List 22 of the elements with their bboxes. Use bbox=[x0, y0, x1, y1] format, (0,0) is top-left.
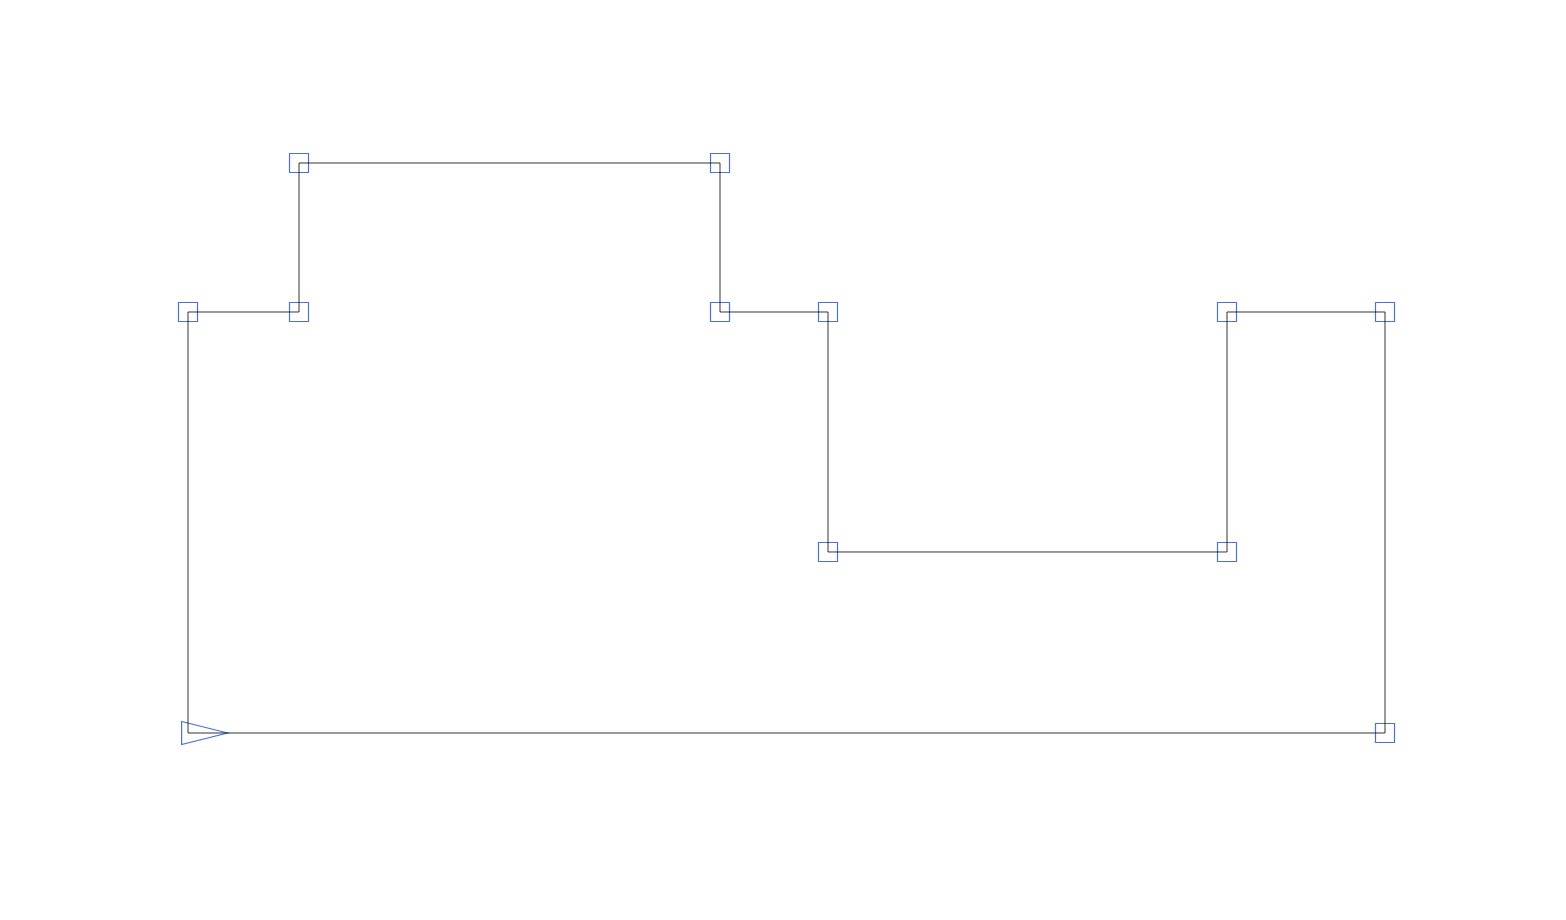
vertex-square bbox=[709, 301, 731, 323]
outline-segment bbox=[187, 311, 300, 313]
outline-segment bbox=[719, 162, 721, 313]
vertex-square bbox=[709, 152, 731, 174]
outline-segment bbox=[1226, 311, 1228, 553]
vertex-square bbox=[288, 152, 310, 174]
outline-segment bbox=[827, 551, 1228, 553]
vertex-square bbox=[288, 301, 310, 323]
vertex-square bbox=[1216, 541, 1238, 563]
outline-segment bbox=[298, 162, 721, 164]
outline-segment bbox=[187, 732, 1386, 734]
vertex-square bbox=[1216, 301, 1238, 323]
outline-segment bbox=[1384, 311, 1386, 734]
vertex-square bbox=[817, 541, 839, 563]
vertex-square bbox=[1374, 722, 1396, 744]
vertex-square bbox=[1374, 301, 1396, 323]
outline-segment bbox=[1226, 311, 1386, 313]
vertex-square bbox=[817, 301, 839, 323]
vertex-square bbox=[177, 301, 199, 323]
outline-segment bbox=[719, 311, 829, 313]
outline-segment bbox=[827, 311, 829, 553]
outline-segment bbox=[298, 162, 300, 313]
